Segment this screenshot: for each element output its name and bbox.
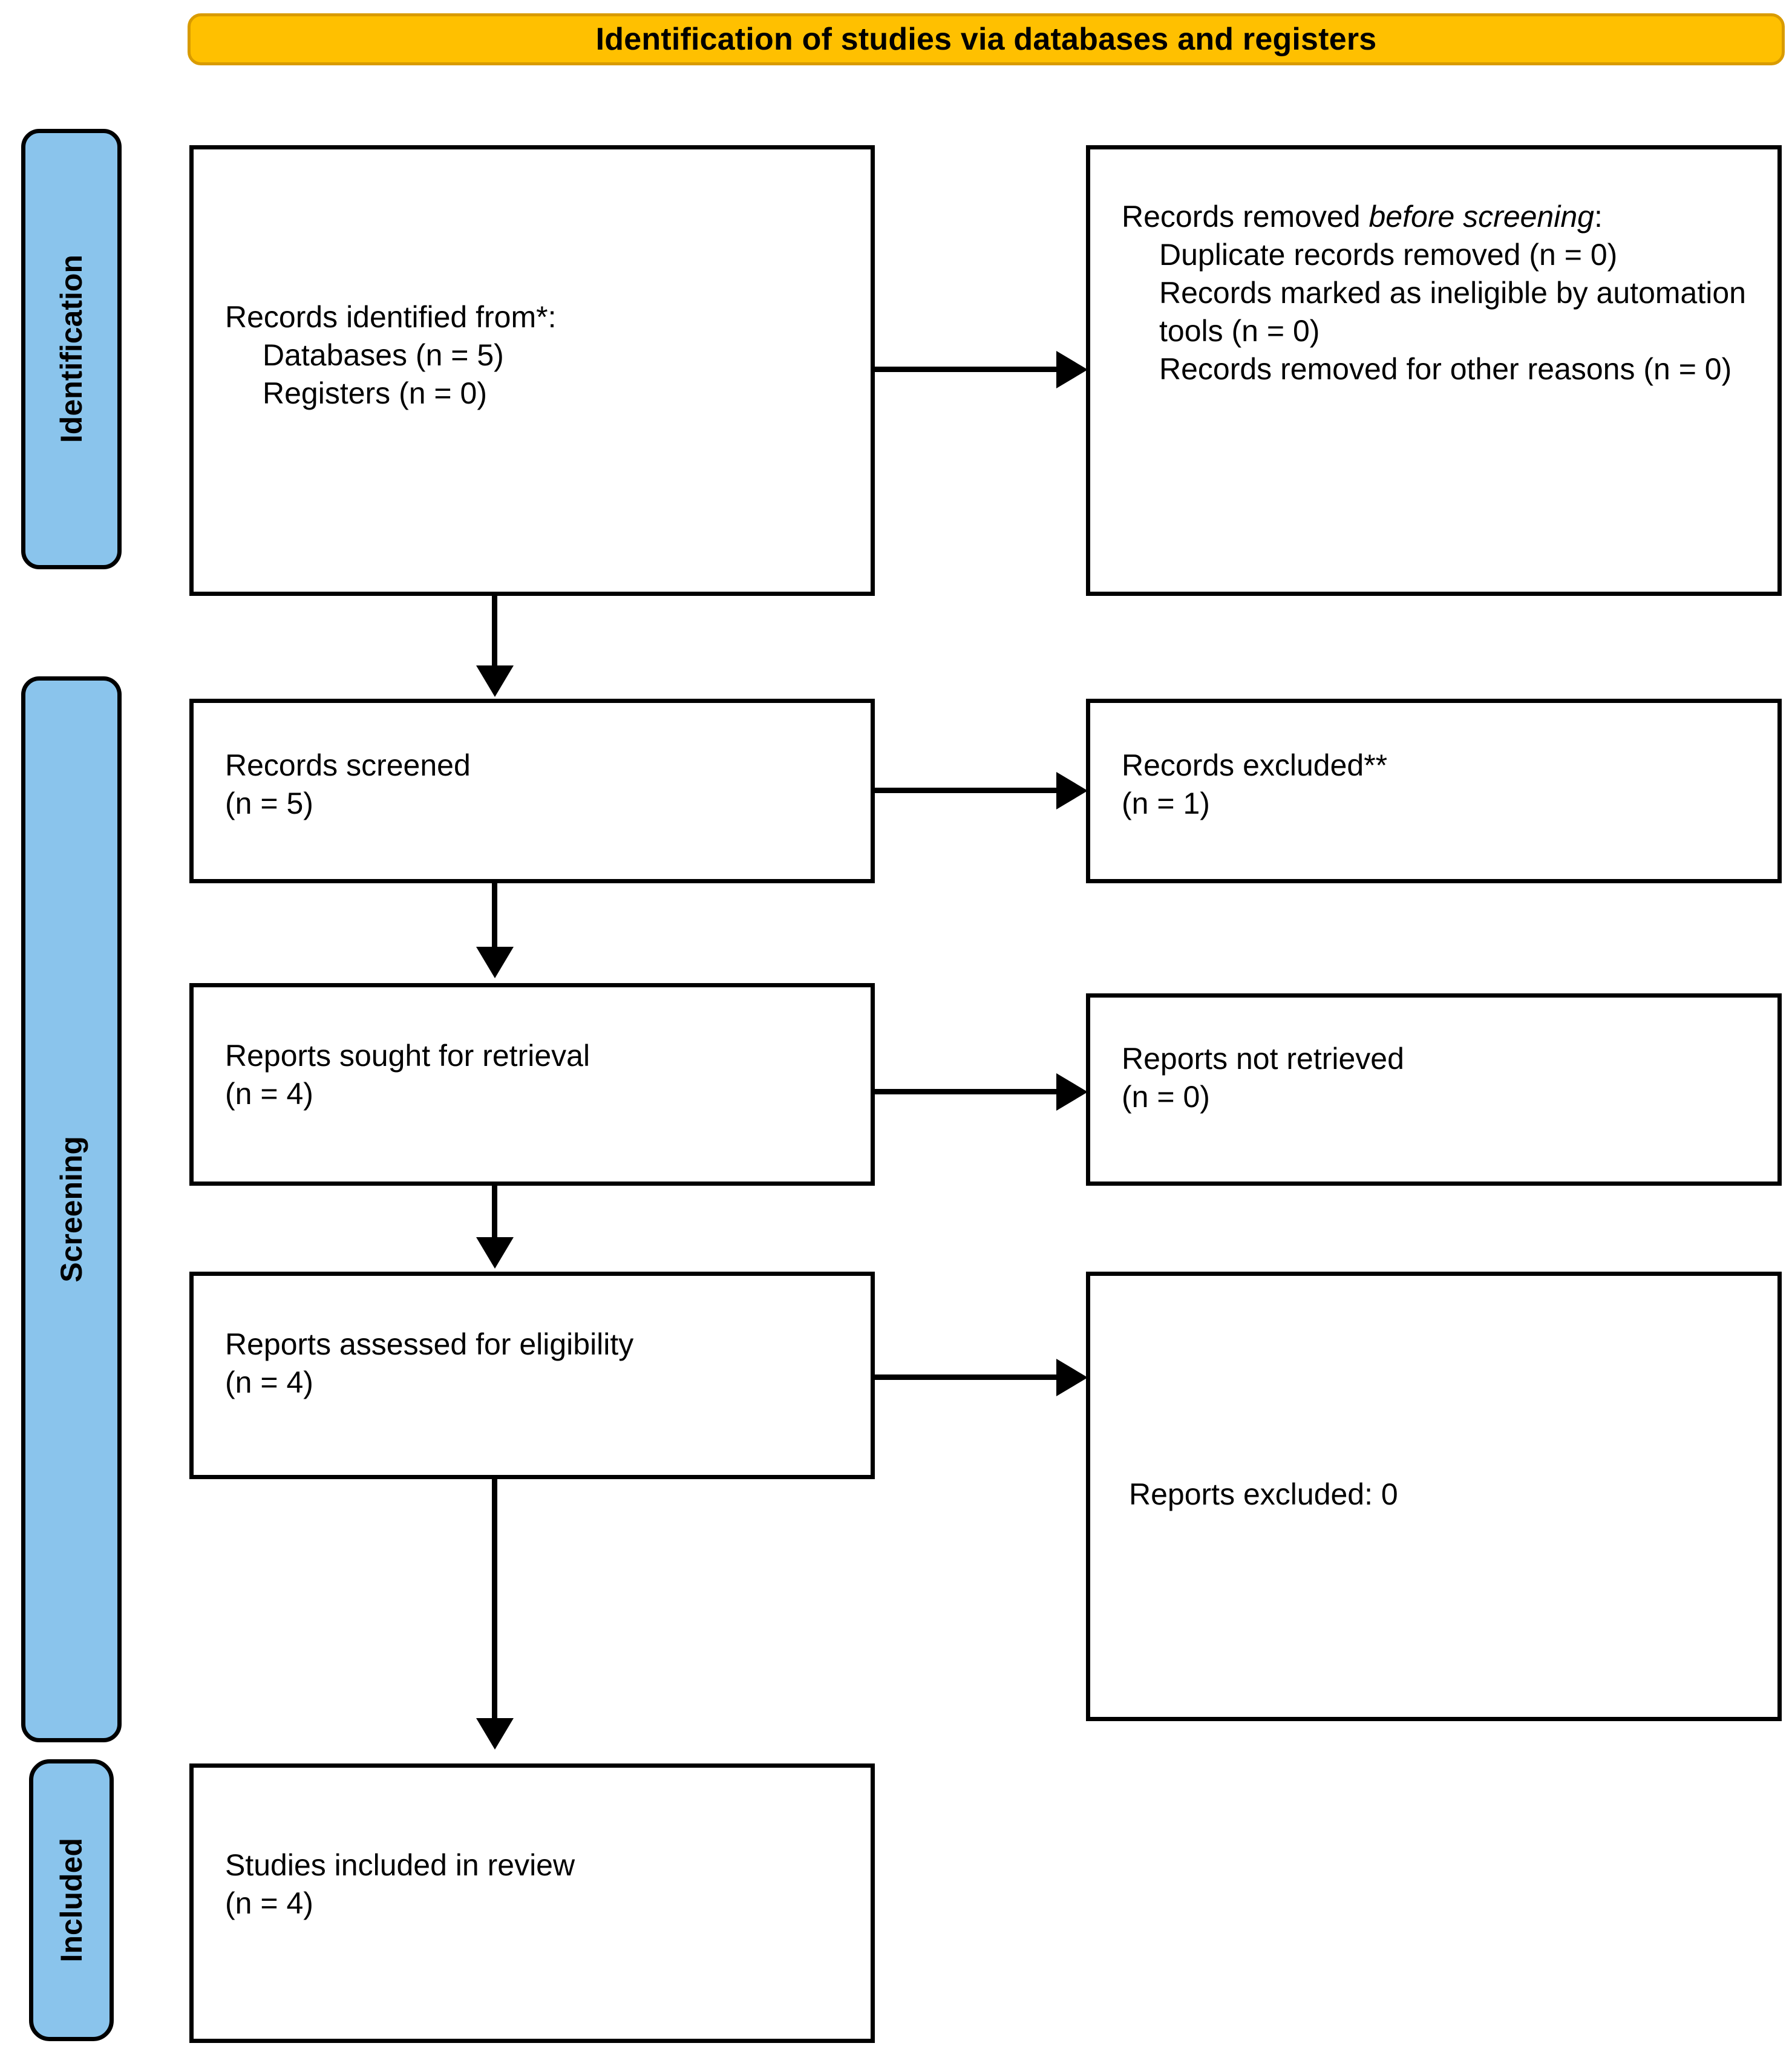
records-removed-prefix: Records removed: [1122, 200, 1369, 234]
reports-sought-label: Reports sought for retrieval: [225, 1039, 590, 1073]
stage-bar-identification: Identification: [21, 129, 122, 569]
box-reports-excluded: Reports excluded: 0: [1086, 1272, 1782, 1721]
records-removed-duplicates: Duplicate records removed (n = 0): [1159, 238, 1618, 272]
box-reports-assessed: Reports assessed for eligibility (n = 4): [189, 1272, 875, 1479]
records-removed-other: Records removed for other reasons (n = 0…: [1159, 352, 1732, 386]
box-reports-assessed-text: Reports assessed for eligibility (n = 4): [225, 1325, 855, 1402]
records-excluded-count: (n = 1): [1122, 786, 1210, 820]
diagram-header-banner: Identification of studies via databases …: [188, 13, 1785, 65]
stage-label-screening: Screening: [54, 1136, 88, 1283]
studies-included-count: (n = 4): [225, 1886, 313, 1920]
arrowhead-right-to-removed: [1056, 351, 1088, 388]
records-excluded-label: Records excluded**: [1122, 748, 1388, 782]
reports-assessed-label: Reports assessed for eligibility: [225, 1327, 634, 1361]
records-identified-registers: Registers (n = 0): [263, 376, 487, 410]
records-identified-line1: Records identified from*:: [225, 300, 557, 334]
box-reports-sought-text: Reports sought for retrieval (n = 4): [225, 1037, 855, 1113]
box-studies-included-text: Studies included in review (n = 4): [225, 1846, 855, 1923]
box-records-removed-before-screening: Records removed before screening: Duplic…: [1086, 145, 1782, 596]
records-screened-label: Records screened: [225, 748, 471, 782]
records-screened-count: (n = 5): [225, 786, 313, 820]
stage-bar-included: Included: [29, 1759, 114, 2041]
connector-screened-to-sought: [492, 883, 497, 950]
studies-included-label: Studies included in review: [225, 1848, 575, 1882]
connector-assessed-to-reports-excluded: [875, 1374, 1056, 1380]
arrowhead-down-to-included: [476, 1718, 514, 1750]
arrowhead-down-to-sought: [476, 947, 514, 978]
connector-screened-to-excluded: [875, 788, 1056, 793]
connector-identified-to-screened: [492, 596, 497, 668]
stage-bar-screening: Screening: [21, 676, 122, 1742]
stage-label-included: Included: [54, 1838, 88, 1963]
arrowhead-right-to-reports-excluded: [1056, 1359, 1088, 1396]
records-removed-italic: before screening: [1369, 200, 1594, 234]
arrowhead-down-to-assessed: [476, 1237, 514, 1269]
box-records-screened-text: Records screened (n = 5): [225, 747, 855, 823]
connector-assessed-to-included: [492, 1479, 497, 1721]
box-reports-excluded-text: Reports excluded: 0: [1129, 1476, 1762, 1514]
stage-label-identification: Identification: [54, 255, 88, 443]
box-records-excluded: Records excluded** (n = 1): [1086, 699, 1782, 883]
connector-sought-to-assessed: [492, 1186, 497, 1240]
box-studies-included: Studies included in review (n = 4): [189, 1763, 875, 2043]
box-records-identified-text: Records identified from*: Databases (n =…: [225, 298, 855, 413]
box-records-removed-text: Records removed before screening: Duplic…: [1122, 198, 1762, 388]
records-removed-suffix: :: [1594, 200, 1603, 234]
box-reports-not-retrieved-text: Reports not retrieved (n = 0): [1122, 1040, 1762, 1116]
reports-not-retrieved-label: Reports not retrieved: [1122, 1042, 1404, 1076]
arrowhead-right-to-not-retrieved: [1056, 1073, 1088, 1111]
connector-sought-to-not-retrieved: [875, 1089, 1056, 1094]
box-records-screened: Records screened (n = 5): [189, 699, 875, 883]
reports-not-retrieved-count: (n = 0): [1122, 1080, 1210, 1114]
records-identified-databases: Databases (n = 5): [263, 338, 504, 372]
reports-assessed-count: (n = 4): [225, 1365, 313, 1399]
arrowhead-right-to-excluded: [1056, 772, 1088, 809]
page-title: Identification of studies via databases …: [595, 22, 1377, 57]
reports-sought-count: (n = 4): [225, 1077, 313, 1111]
box-records-excluded-text: Records excluded** (n = 1): [1122, 747, 1762, 823]
box-records-identified: Records identified from*: Databases (n =…: [189, 145, 875, 596]
connector-identified-to-removed: [875, 367, 1056, 372]
box-reports-sought: Reports sought for retrieval (n = 4): [189, 983, 875, 1186]
box-reports-not-retrieved: Reports not retrieved (n = 0): [1086, 993, 1782, 1186]
arrowhead-down-to-screened: [476, 665, 514, 697]
records-removed-ineligible: Records marked as ineligible by automati…: [1159, 276, 1746, 348]
reports-excluded-label: Reports excluded: 0: [1129, 1477, 1398, 1511]
